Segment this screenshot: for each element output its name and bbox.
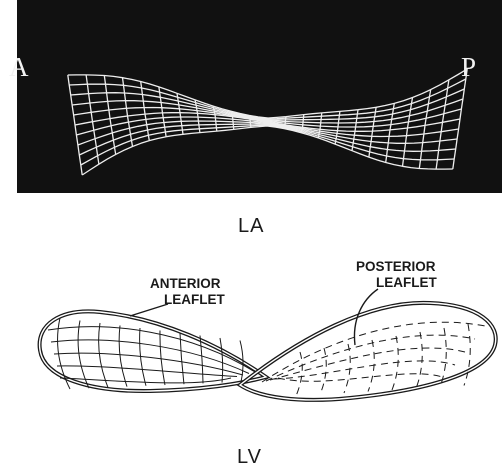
anterior-leaflet-label-line1: ANTERIOR [150, 276, 221, 291]
valve-grid-line [344, 344, 350, 393]
posterior-leaflet-label-line1: POSTERIOR [356, 259, 436, 274]
valve-grid-line [416, 332, 422, 389]
valve-grid-line [119, 326, 127, 387]
valve-grid-line [278, 374, 445, 382]
valve-grid-line [320, 348, 326, 395]
valve-grid-line [266, 335, 475, 381]
valve-grid-line [296, 352, 302, 396]
posterior-leaflet-label-line2: LEAFLET [376, 275, 437, 290]
anterior-leaflet-label-line2: LEAFLET [164, 292, 225, 307]
valve-grid-line [99, 323, 108, 387]
posterior-leaflet-outline [240, 303, 496, 400]
posterior-pointer [354, 289, 378, 345]
valve-grid-line [78, 321, 89, 389]
left-ventricle-caption: LV [237, 446, 262, 469]
anterior-pointer [130, 304, 168, 316]
valve-grid-line [160, 331, 165, 386]
valve-grid-line [464, 324, 470, 386]
